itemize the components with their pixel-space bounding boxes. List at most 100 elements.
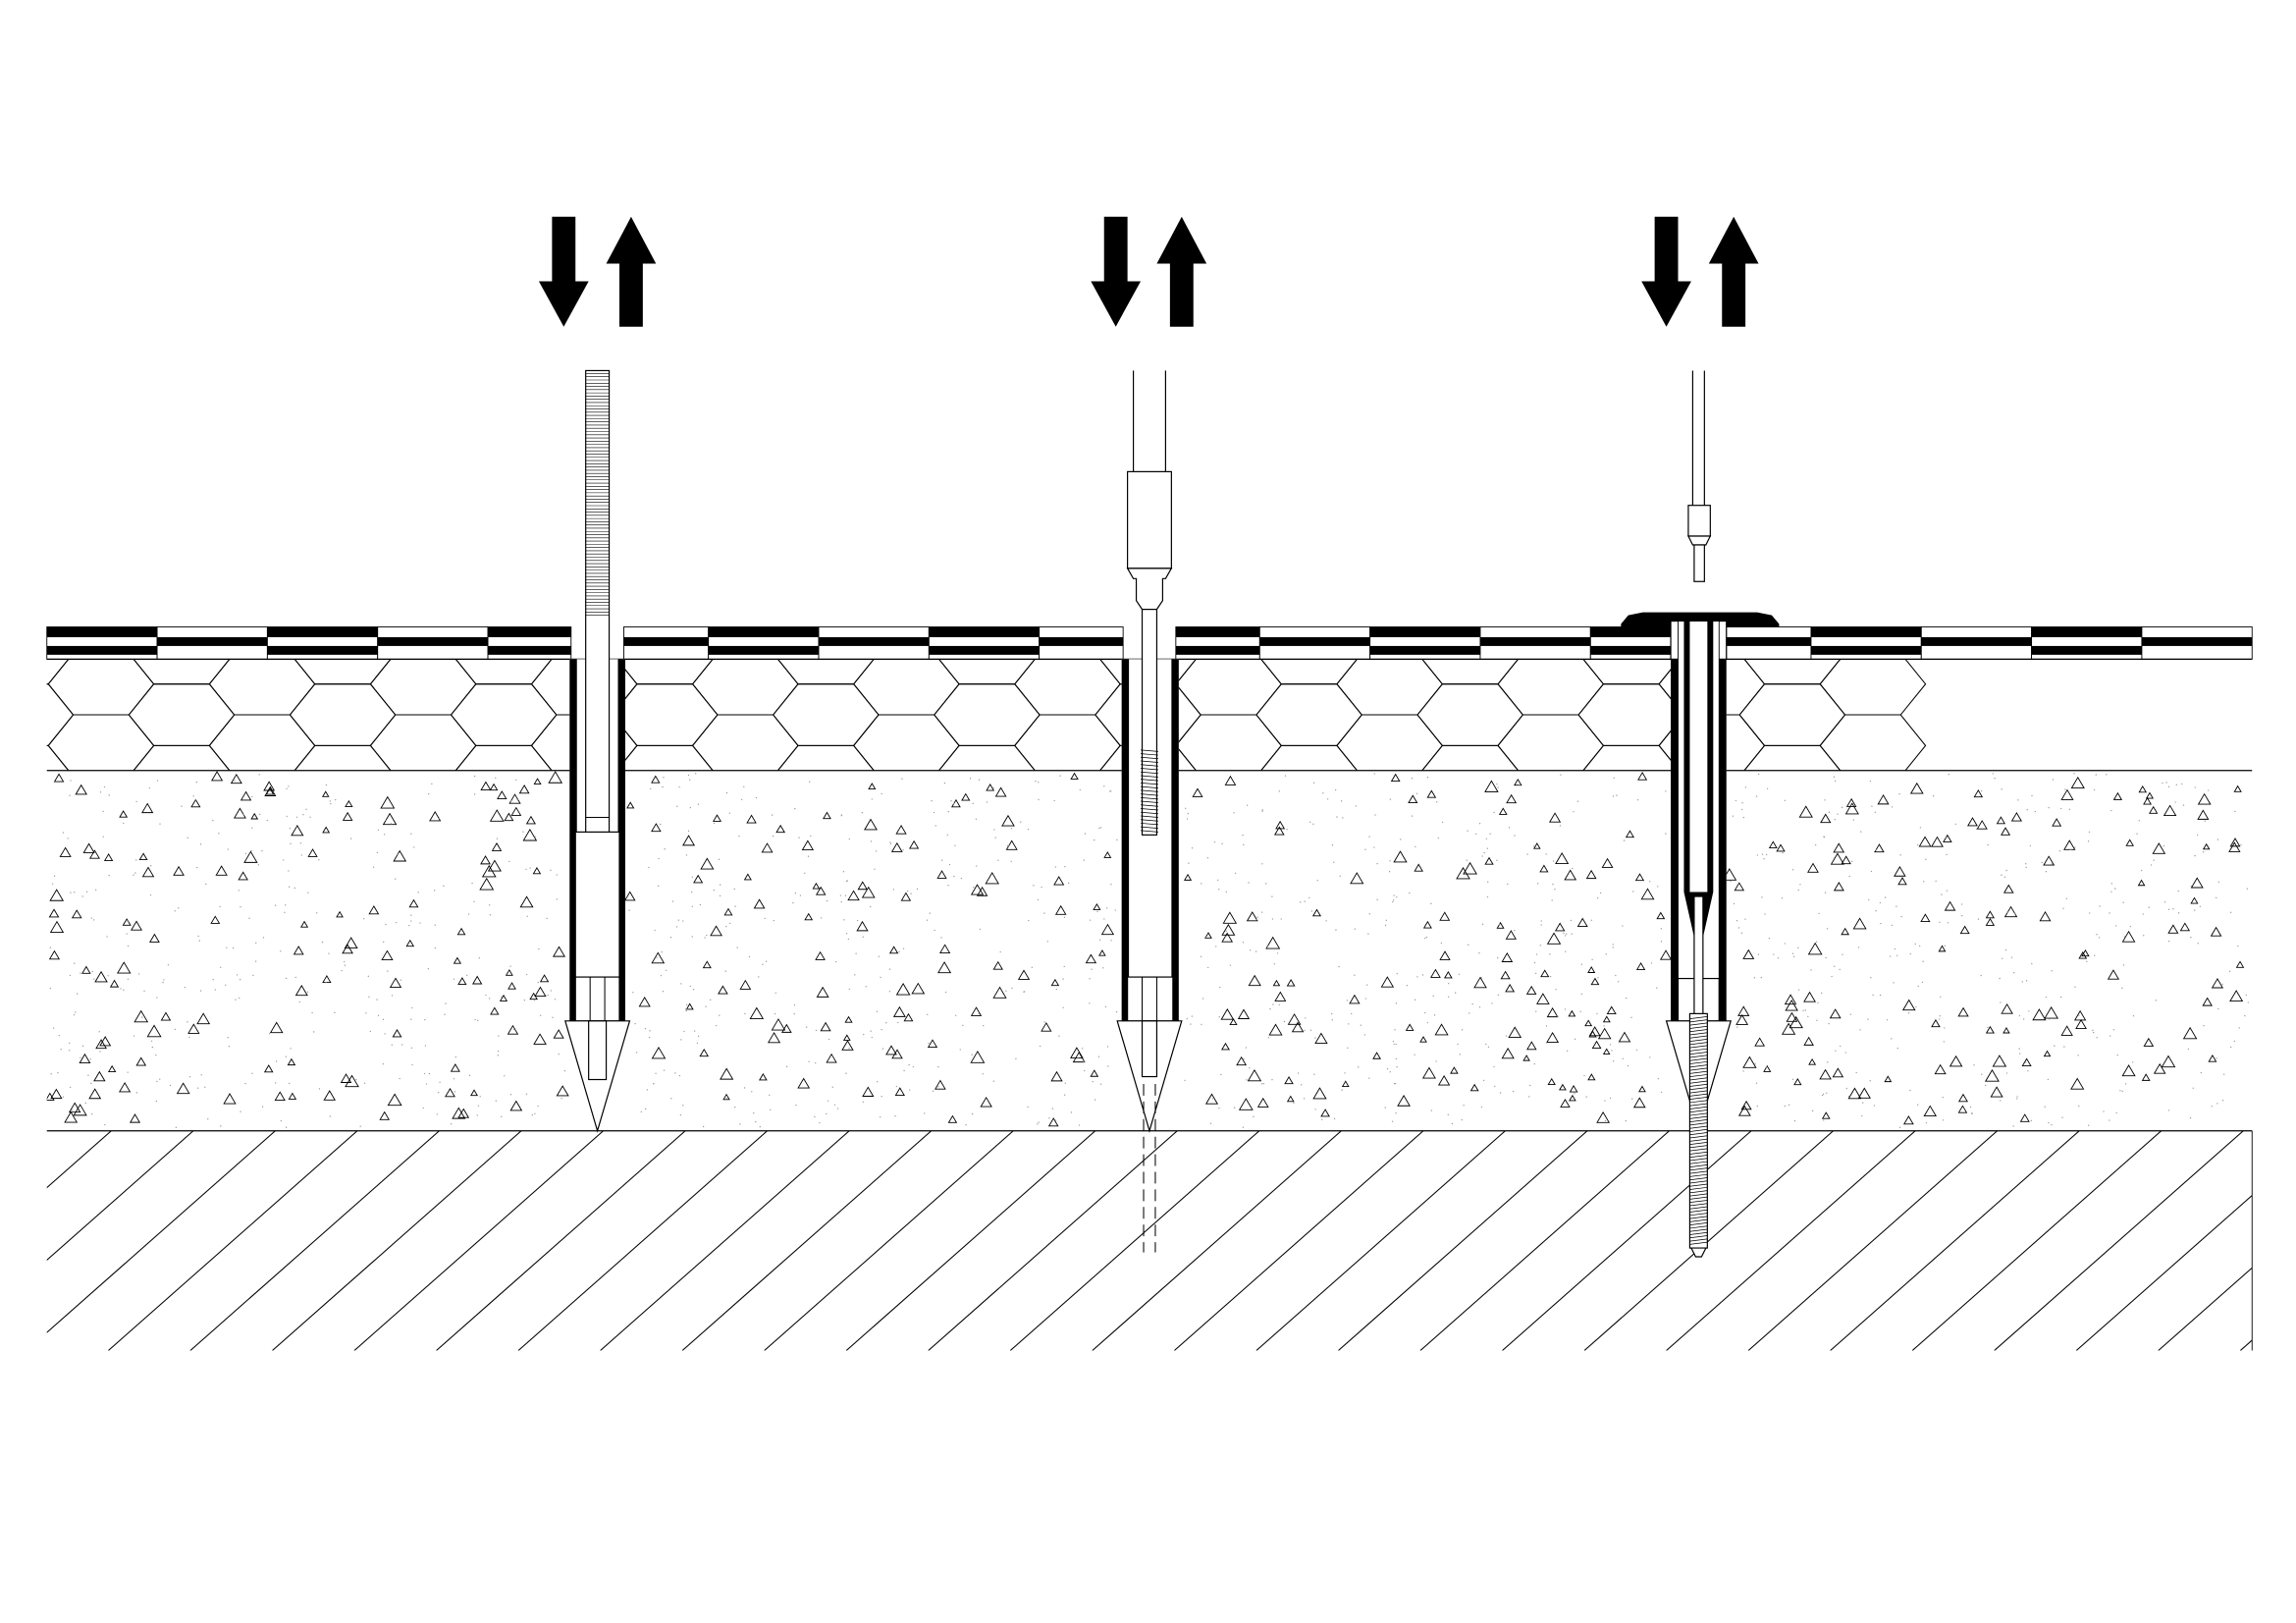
- sand-dot: [533, 999, 536, 1001]
- coupler: [1127, 470, 1172, 569]
- aggregate-triangle: [1500, 970, 1511, 980]
- hexagon: [1336, 659, 1444, 716]
- sand-dot: [410, 920, 412, 922]
- aggregate-triangle: [46, 1092, 55, 1101]
- sand-dot: [2217, 881, 2220, 884]
- aggregate-triangle: [864, 818, 878, 831]
- thread-line: [1689, 1083, 1708, 1087]
- sand-dot: [2006, 911, 2008, 913]
- sand-dot: [770, 1109, 772, 1110]
- sand-dot: [236, 974, 239, 976]
- sand-dot: [2052, 779, 2055, 781]
- sand-dot: [261, 1106, 264, 1108]
- aggregate-triangle: [342, 944, 353, 954]
- hatch-line: [1419, 1130, 1670, 1351]
- sand-dot: [51, 883, 54, 885]
- sand-dot: [1985, 1084, 1987, 1087]
- sand-dot: [1519, 784, 1522, 786]
- hexagon: [129, 561, 234, 622]
- aggregate-triangle: [749, 1006, 765, 1019]
- aggregate-triangle: [1996, 816, 2006, 825]
- thread-line: [1689, 1035, 1708, 1039]
- sand-dot: [2110, 891, 2112, 893]
- sand-dot: [2025, 863, 2027, 865]
- sand-dot: [927, 1013, 929, 1015]
- sand-dot: [473, 793, 476, 795]
- sand-dot: [1393, 1043, 1395, 1046]
- aggregate-triangle: [50, 1088, 63, 1100]
- sand-dot: [1567, 1050, 1569, 1052]
- aggregate-triangle: [1793, 1078, 1802, 1086]
- sand-dot: [931, 799, 933, 802]
- sleeve-wall: [1121, 659, 1130, 1021]
- sand-dot: [1458, 973, 1461, 975]
- sand-dot: [547, 994, 549, 997]
- sand-dot: [2155, 1000, 2157, 1001]
- sand-dot: [1102, 967, 1104, 969]
- aggregate-triangle: [1525, 985, 1537, 995]
- sand-dot: [1255, 950, 1257, 952]
- thread-line: [1689, 1022, 1708, 1026]
- sand-dot: [1852, 819, 1854, 821]
- sand-dot: [251, 795, 253, 798]
- sand-dot: [978, 1013, 980, 1015]
- hexagon: [1738, 683, 1846, 746]
- aggregate-triangle: [2063, 839, 2076, 850]
- sand-dot: [99, 791, 102, 793]
- sand-dot: [2028, 1010, 2030, 1012]
- membrane-stripe: [1590, 626, 1672, 637]
- aggregate-triangle: [1054, 904, 1067, 915]
- sand-dot: [950, 799, 952, 802]
- sand-dot: [1233, 812, 1235, 814]
- sand-dot: [424, 1045, 427, 1047]
- sand-dot: [552, 1016, 554, 1018]
- sand-dot: [1981, 1073, 1983, 1075]
- sand-dot: [1564, 1008, 1567, 1010]
- sand-dot: [953, 802, 955, 805]
- sand-dot: [1336, 816, 1338, 818]
- aggregate-triangle: [1992, 1055, 2007, 1067]
- aggregate-triangle: [1934, 1063, 1947, 1075]
- sand-dot: [2233, 1040, 2235, 1043]
- hexagon: [934, 561, 1040, 622]
- sand-dot: [799, 894, 802, 896]
- sand-dot: [1884, 896, 1887, 898]
- aggregate-triangle: [1540, 969, 1550, 978]
- sand-dot: [861, 812, 863, 814]
- sand-dot: [1388, 871, 1391, 873]
- aggregate-triangle: [379, 1110, 391, 1120]
- sand-dot: [288, 785, 290, 787]
- sand-dot: [133, 1035, 135, 1037]
- aggregate-triangle: [1602, 1048, 1611, 1055]
- sand-dot: [70, 780, 72, 782]
- aggregate-triangle: [1852, 917, 1867, 930]
- aggregate-triangle: [497, 790, 507, 799]
- sand-dot: [1461, 1118, 1463, 1121]
- sand-dot: [1110, 884, 1112, 886]
- aggregate-triangle: [382, 812, 398, 826]
- sand-dot: [1973, 1064, 1975, 1066]
- sand-dot: [251, 827, 253, 829]
- sand-dot: [1245, 1047, 1248, 1049]
- sand-dot: [417, 892, 419, 893]
- aggregate-triangle: [1053, 876, 1065, 886]
- aggregate-triangle: [1847, 1087, 1862, 1100]
- sand-dot: [870, 905, 872, 908]
- aggregate-triangle: [753, 898, 766, 909]
- aggregate-triangle: [187, 1023, 200, 1034]
- sand-dot: [1376, 862, 1378, 865]
- thread-line: [1689, 1238, 1708, 1242]
- sand-dot: [1855, 1071, 1857, 1074]
- sand-dot: [2163, 844, 2165, 847]
- aggregate-triangle: [344, 937, 358, 949]
- aggregate-triangle: [2125, 839, 2134, 846]
- sand-dot: [2088, 831, 2091, 834]
- aggregate-triangle: [1286, 979, 1296, 987]
- sand-dot: [1188, 862, 1190, 864]
- sand-dot: [1426, 1021, 1428, 1024]
- membrane-stripe: [157, 636, 268, 646]
- aggregate-triangle: [2229, 990, 2244, 1002]
- sand-dot: [2211, 1106, 2213, 1108]
- sand-dot: [385, 819, 388, 822]
- aggregate-triangle: [761, 842, 774, 853]
